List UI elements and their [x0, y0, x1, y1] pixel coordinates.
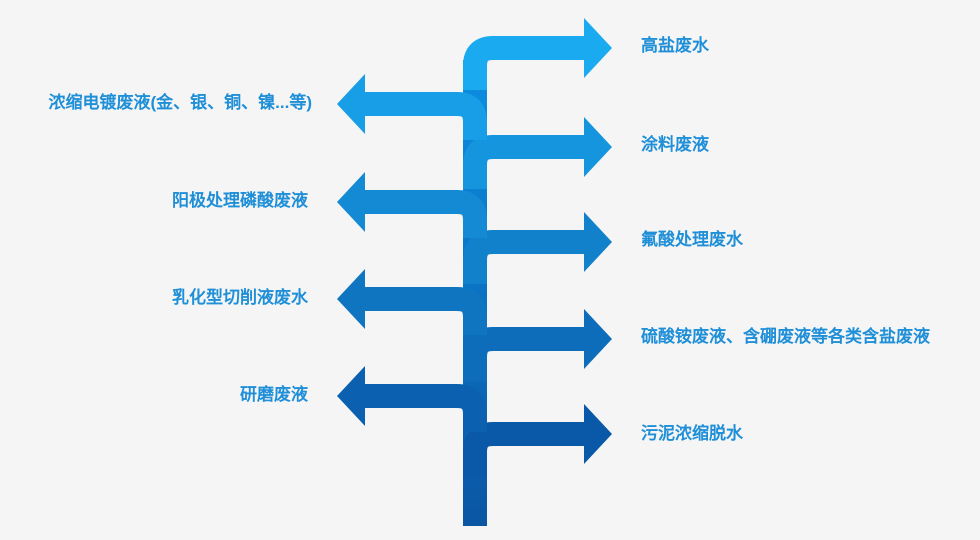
label-emulsified-cutting-fluid: 乳化型切削液废水 — [172, 288, 308, 307]
arrow-high-salt-shaft — [463, 36, 585, 90]
label-grinding-waste: 研磨废液 — [240, 385, 308, 404]
arrow-hf-head — [584, 212, 612, 272]
arrow-paint-head — [584, 117, 612, 177]
arrow-cutting-fluid-head — [337, 269, 365, 329]
arrow-hf-shaft — [463, 230, 585, 284]
arrow-ammonium-shaft — [463, 327, 585, 381]
arrow-electroplating-shaft — [364, 92, 487, 140]
arrow-grinding-shaft — [364, 384, 487, 432]
arrow-paint-shaft — [463, 135, 585, 189]
label-sludge-dewatering: 污泥浓缩脱水 — [641, 424, 743, 443]
label-anodizing-phosphoric-waste: 阳极处理磷酸废液 — [172, 191, 308, 210]
label-electroplating-waste: 浓缩电镀废液(金、银、铜、镍...等) — [48, 93, 313, 112]
arrow-sludge-head — [584, 404, 612, 464]
arrow-anodizing-head — [337, 172, 365, 232]
arrow-anodizing-shaft — [364, 190, 487, 238]
label-high-salt-wastewater: 高盐废水 — [641, 36, 709, 55]
label-paint-waste: 涂料废液 — [641, 135, 709, 154]
label-hf-treatment-wastewater: 氟酸处理废水 — [641, 230, 743, 249]
arrow-electroplating-head — [337, 74, 365, 134]
label-ammonium-sulfate-boron-waste: 硫酸铵废液、含硼废液等各类含盐废液 — [641, 327, 930, 346]
arrow-cutting-fluid-shaft — [364, 287, 487, 335]
arrow-high-salt-head — [584, 18, 612, 78]
arrow-sludge-shaft — [463, 422, 585, 476]
arrow-ammonium-head — [584, 309, 612, 369]
arrow-grinding-head — [337, 366, 365, 426]
